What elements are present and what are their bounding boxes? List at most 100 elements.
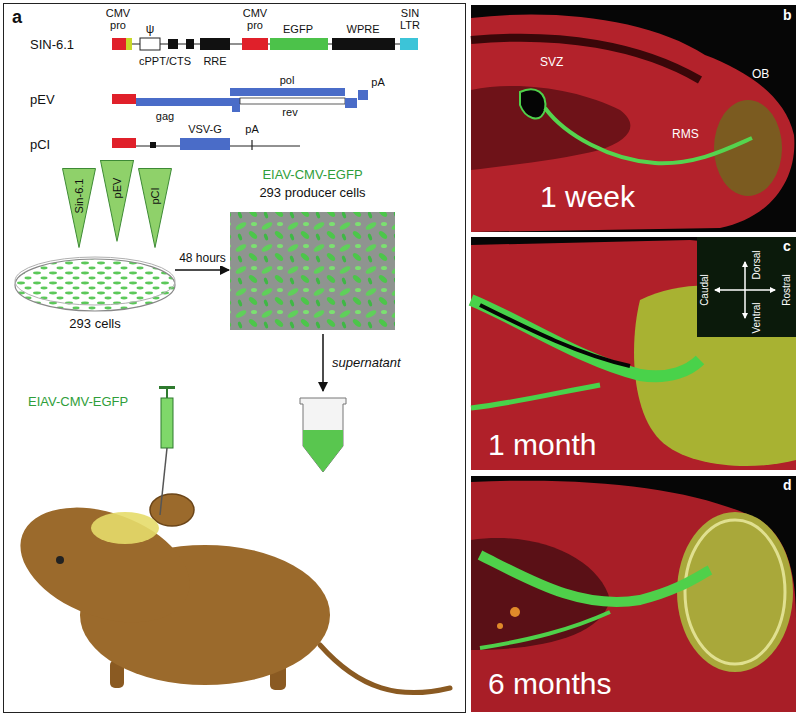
element-label: pA [371, 76, 384, 89]
element-label: rev [282, 106, 297, 119]
brain-micrograph: bSVZ OB RMS 1 week [471, 5, 796, 232]
region-label: OB [752, 68, 769, 82]
cppt-box [168, 39, 178, 49]
syringe [161, 398, 173, 448]
region-label: SVZ [540, 56, 563, 70]
brain-micrograph: cDorsalCaudalRostralVentral1 month [471, 237, 796, 470]
cppt-box [186, 39, 194, 49]
rms-stream [545, 108, 752, 163]
psi-box [140, 38, 160, 50]
panel-letter: a [12, 7, 22, 28]
syringe-plunger [159, 386, 175, 389]
compass-patch [697, 237, 796, 337]
green-stream [471, 385, 600, 408]
wpre-box [332, 38, 395, 50]
step-label: 48 hours [177, 252, 228, 266]
element-label: ψ [146, 23, 155, 37]
striatum [471, 538, 610, 650]
bulb-rim [685, 520, 785, 664]
element-label: RRE [203, 55, 226, 68]
element-label: cPPT/CTS [139, 55, 191, 68]
pa-box [358, 90, 368, 100]
panel-letter: c [783, 238, 791, 254]
time-label: 1 week [540, 180, 635, 215]
region-label: RMS [672, 128, 699, 142]
orange-cells [510, 607, 520, 617]
plasmid-pipette: pEV [100, 160, 134, 242]
culture-dish [15, 259, 175, 311]
pipette-label: pEV [111, 178, 124, 199]
promoter-box [112, 94, 136, 104]
pipette-shape [100, 160, 134, 242]
panel-letter: d [783, 477, 792, 493]
rev-exon [345, 98, 357, 108]
micrograph-ground [471, 237, 796, 470]
element-label: EGFP [283, 23, 313, 36]
step-label: supernatant [332, 356, 401, 371]
syringe-plunger [166, 389, 168, 398]
compass-arm [715, 289, 745, 291]
panel-letter: b [783, 7, 792, 23]
plasmid-pipette: pCI [138, 168, 172, 248]
ventricle [520, 89, 545, 118]
rms-stream [480, 555, 710, 602]
rms-stream [471, 300, 700, 376]
white-matter [471, 38, 700, 80]
mouse-tail [320, 645, 450, 693]
pipette-label: Sin-6.1 [73, 179, 86, 214]
producer-micrograph [230, 212, 395, 330]
compass-label: Dorsal [751, 251, 763, 280]
olfactory-bulb [677, 512, 793, 672]
element-label: VSV-G [188, 123, 222, 136]
gag-box [136, 98, 240, 106]
mouse-ear [150, 494, 194, 526]
rev-exon [232, 104, 240, 112]
step-arrow [175, 269, 229, 271]
rev-intron [240, 98, 345, 104]
element-label: pA [245, 123, 258, 136]
arrow [322, 334, 324, 391]
intron-box [150, 142, 156, 148]
micrograph-ground [471, 5, 796, 232]
producer-micrograph: EIAV-CMV-EGFP293 producer cells [230, 212, 395, 330]
compass-label: Ventral [751, 302, 763, 333]
ventricle [480, 305, 630, 366]
construct-name: pEV [30, 93, 55, 108]
green-stream [480, 612, 610, 648]
brain-tissue [471, 15, 794, 232]
micrograph-ground [471, 476, 796, 712]
egfp-box [270, 38, 328, 50]
element-label: pol [280, 74, 295, 87]
element-label: SIN LTR [395, 8, 425, 31]
brain-tissue [471, 481, 796, 712]
promoter-box [112, 38, 126, 50]
pipette-shape [138, 168, 172, 248]
mouse-head [5, 486, 206, 644]
pa-tick [251, 140, 252, 150]
tube [300, 398, 346, 472]
construct-name: pCI [30, 138, 50, 153]
pipette-tip [101, 161, 134, 242]
culture-dish: 293 cells [15, 255, 175, 315]
rre-box [200, 38, 230, 50]
image-caption: 293 producer cells [259, 186, 365, 201]
syringe-needle [160, 448, 167, 515]
compass-arm [744, 290, 746, 318]
mouse-eye [56, 556, 64, 564]
striatum [471, 86, 630, 170]
time-label: 6 months [488, 667, 611, 702]
dish-rim [15, 257, 175, 305]
promoter-box [112, 138, 136, 148]
pipette-tip [139, 169, 172, 248]
compass-arm [744, 262, 746, 290]
brain-micrograph: d 6 months [471, 476, 796, 712]
pipette-tip [63, 169, 96, 248]
sin-ltr-box [400, 38, 418, 50]
tube-liquid [303, 430, 343, 472]
pipette-label: pCI [149, 187, 162, 204]
element-label: CMV pro [102, 8, 134, 31]
virus-name: EIAV-CMV-EGFP [262, 168, 362, 183]
construct-name: SIN-6.1 [30, 38, 74, 53]
time-label: 1 month [488, 428, 596, 463]
